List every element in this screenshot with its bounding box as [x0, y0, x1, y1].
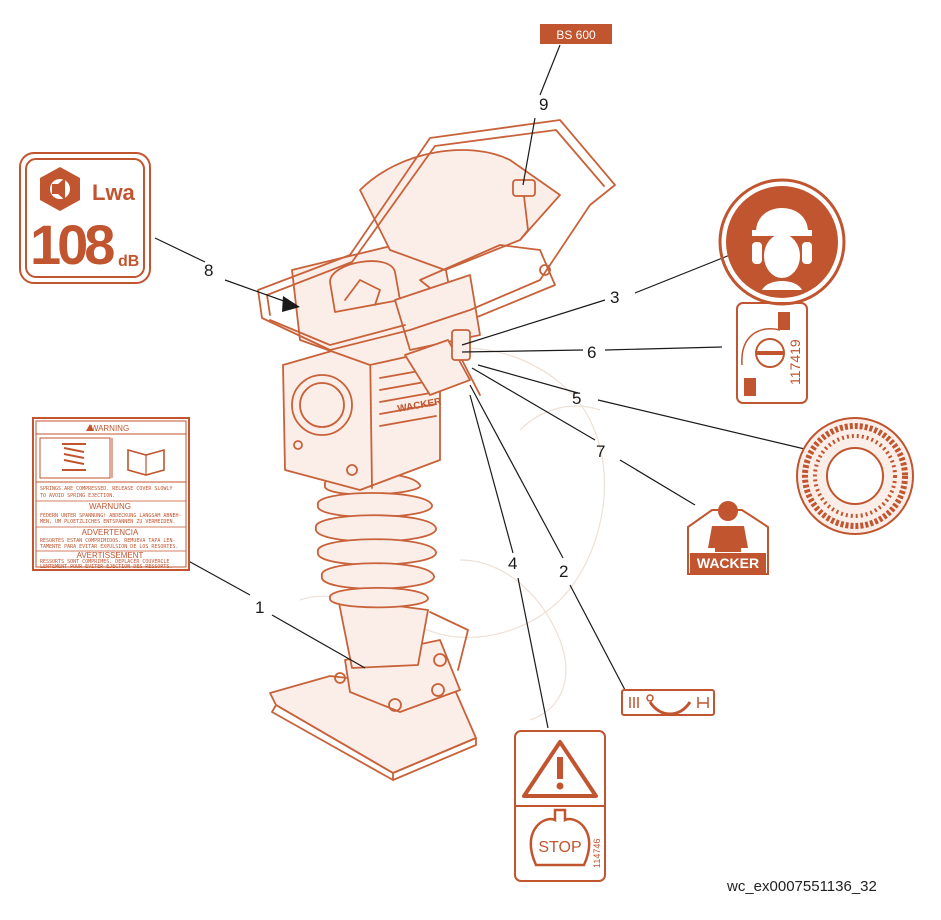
leader-8 [154, 237, 206, 263]
label-multilingual-warning: WARNING SPRINGS ARE COMPRESSED. RELEASE … [32, 417, 190, 571]
label-throttle [621, 689, 715, 716]
svg-text:MEN, UM PLOETZLICHES ENTSPANNE: MEN, UM PLOETZLICHES ENTSPANNEN ZU VERME… [40, 519, 175, 525]
brand-medallion [291, 374, 353, 436]
brand-text: WACKER [697, 555, 759, 571]
noise-value: 108 [30, 213, 114, 276]
svg-text:TAMENTE PARA EVITAR EXPULSION: TAMENTE PARA EVITAR EXPULSION DE LOS RES… [40, 544, 178, 550]
worker-head-icon [718, 501, 738, 521]
label-model-plate: BS 600 [540, 24, 612, 44]
stop-label-code: 114746 [592, 839, 602, 868]
label-round-instructions [796, 417, 914, 535]
noise-unit: dB [118, 253, 139, 270]
fuel-label-code: 117419 [787, 339, 803, 385]
fuel-pump-on-icon [778, 312, 790, 330]
figure-reference-code: wc_ex0007551136_32 [727, 878, 877, 895]
callout-9: 9 [539, 95, 548, 114]
svg-text:ADVERTENCIA: ADVERTENCIA [82, 528, 139, 537]
leader-2 [569, 584, 626, 691]
callout-3: 3 [610, 288, 619, 307]
svg-text:WARNING: WARNING [91, 424, 129, 433]
svg-text:WARNUNG: WARNUNG [89, 502, 131, 511]
leader-9 [539, 44, 561, 96]
svg-text:TO AVOID SPRING EJECTION.: TO AVOID SPRING EJECTION. [40, 493, 115, 499]
lwa-text: Lwa [92, 180, 136, 205]
leader-5 [597, 399, 831, 456]
svg-text:FEDERN UNTER SPANNUNG! ABDECKU: FEDERN UNTER SPANNUNG! ABDECKUNG LANGSAM… [40, 513, 181, 519]
helmet-icon [756, 208, 808, 232]
leader-1 [182, 557, 251, 596]
callout-5: 5 [572, 389, 581, 408]
leader-lines [154, 44, 831, 729]
label-brand-logo: WACKER [687, 501, 769, 575]
earmuff-left-icon [752, 242, 762, 264]
leader-8-arrowhead [282, 296, 300, 312]
rammer-machine: WACKER [257, 119, 616, 781]
stop-word: STOP [538, 839, 581, 856]
lower-leg [337, 597, 429, 669]
label-fuel-valve: 117419 [736, 302, 808, 404]
callout-2: 2 [559, 562, 568, 581]
callout-8: 8 [204, 261, 213, 280]
callout-6: 6 [587, 343, 596, 362]
fuel-pump-off-icon [744, 378, 756, 396]
svg-text:AVERTISSEMENT: AVERTISSEMENT [77, 551, 144, 560]
svg-text:LENTEMENT POUR EVITER EJECTION: LENTEMENT POUR EVITER EJECTION DES RESSO… [40, 564, 172, 570]
leader-3 [634, 254, 731, 294]
svg-text:RESSORTS SONT COMPRIMES. DEPLA: RESSORTS SONT COMPRIMES. DEPLACER COUVER… [40, 559, 169, 565]
label-ear-protection [718, 178, 846, 306]
guide-handle [257, 119, 616, 351]
leader-7 [619, 459, 696, 506]
callout-4: 4 [508, 554, 517, 573]
svg-text:BS 600: BS 600 [556, 28, 596, 42]
head-icon [764, 234, 800, 278]
label-stop-warning: STOP 114746 [514, 730, 606, 882]
earmuff-right-icon [802, 242, 812, 264]
warning-triangle-icon [522, 740, 598, 798]
leader-6 [604, 346, 723, 351]
bellows [315, 472, 437, 609]
callout-1: 1 [255, 598, 264, 617]
leader-4 [517, 577, 549, 729]
label-noise: Lwa 108 dB [19, 152, 151, 284]
callout-7: 7 [596, 442, 605, 461]
callout-numbers: 9 8 3 6 5 7 2 4 1 [204, 95, 619, 617]
stop-switch-icon [529, 808, 591, 867]
svg-text:SPRINGS ARE COMPRESSED. RELEAS: SPRINGS ARE COMPRESSED. RELEASE COVER SL… [40, 486, 172, 492]
svg-text:RESORTES ESTAN COMPRIMIDOS. RE: RESORTES ESTAN COMPRIMIDOS. REMUEVA TAPA… [40, 538, 175, 544]
